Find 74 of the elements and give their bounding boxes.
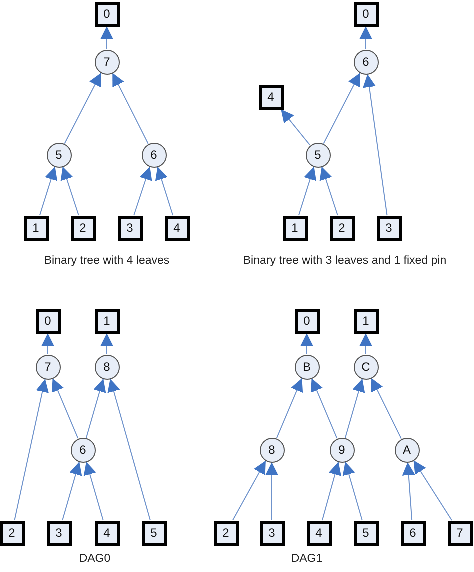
pin-box: 6 <box>400 520 426 546</box>
pin-box: 5 <box>142 520 166 546</box>
caption: Binary tree with 4 leaves <box>44 255 170 267</box>
arrow <box>100 333 114 355</box>
node-circle: 6 <box>142 142 166 168</box>
pin-box: 4 <box>258 84 284 110</box>
arrow <box>266 462 278 521</box>
pin-box: 1 <box>94 308 120 334</box>
node-circle: 7 <box>94 50 120 74</box>
pin-box: 1 <box>24 216 48 240</box>
node-circle: 6 <box>354 50 378 74</box>
arrow <box>360 333 372 355</box>
arrow <box>108 378 151 521</box>
arrow <box>112 72 149 144</box>
arrow <box>363 74 388 216</box>
pin-box: 3 <box>376 216 402 240</box>
pin-box: 3 <box>46 520 72 546</box>
arrow <box>298 166 317 216</box>
arrow <box>402 462 416 521</box>
arrow <box>14 378 49 521</box>
pin-box: 1 <box>354 308 378 334</box>
arrow <box>371 378 402 440</box>
arrow <box>344 378 366 438</box>
pin-box: 3 <box>118 216 142 240</box>
caption: Binary tree with 3 leaves and 1 fixed pin <box>243 255 447 267</box>
arrow <box>360 26 372 50</box>
arrow <box>342 462 363 521</box>
node-circle: 6 <box>70 438 96 462</box>
arrow <box>134 166 152 216</box>
arrow <box>320 166 338 216</box>
pin-box: 2 <box>214 520 238 546</box>
arrow <box>300 333 314 355</box>
node-circle: 8 <box>260 438 284 462</box>
pin-box: 4 <box>94 520 120 546</box>
arrow <box>100 26 114 50</box>
arrow <box>52 378 79 439</box>
caption: DAG0 <box>79 553 111 565</box>
pin-box: 0 <box>36 308 60 334</box>
arrow <box>64 72 102 144</box>
pin-box: 3 <box>260 520 284 546</box>
pin-box: 0 <box>294 308 320 334</box>
arrow <box>60 166 80 216</box>
pin-box: 5 <box>354 520 378 546</box>
pin-box: 7 <box>448 520 472 546</box>
arrow <box>86 378 106 438</box>
node-circle: 5 <box>46 142 72 168</box>
pin-box: 4 <box>164 216 190 240</box>
pin-box: 2 <box>70 216 96 240</box>
arrow <box>322 462 342 521</box>
node-circle: 9 <box>330 438 354 462</box>
node-circle: B <box>294 354 320 380</box>
arrow <box>62 462 82 521</box>
node-circle: C <box>354 354 378 380</box>
arrow <box>39 166 58 216</box>
pin-box: 4 <box>306 520 332 546</box>
arrow <box>413 460 453 521</box>
pin-box: 0 <box>94 2 120 26</box>
caption: DAG1 <box>291 553 323 565</box>
arrow <box>276 378 304 439</box>
pin-box: 1 <box>282 216 308 240</box>
pin-box: 2 <box>330 216 354 240</box>
node-circle: 7 <box>36 354 60 380</box>
arrow <box>42 333 54 355</box>
pin-box: 0 <box>354 2 378 26</box>
pin-box: 2 <box>0 520 24 546</box>
node-circle: 8 <box>94 354 120 380</box>
arrow <box>155 166 174 216</box>
arrow <box>310 378 338 439</box>
arrow <box>280 109 311 146</box>
arrow <box>84 462 104 521</box>
arrow <box>323 72 361 144</box>
arrow <box>232 460 266 521</box>
node-circle: A <box>394 438 420 462</box>
node-circle: 5 <box>306 142 330 168</box>
